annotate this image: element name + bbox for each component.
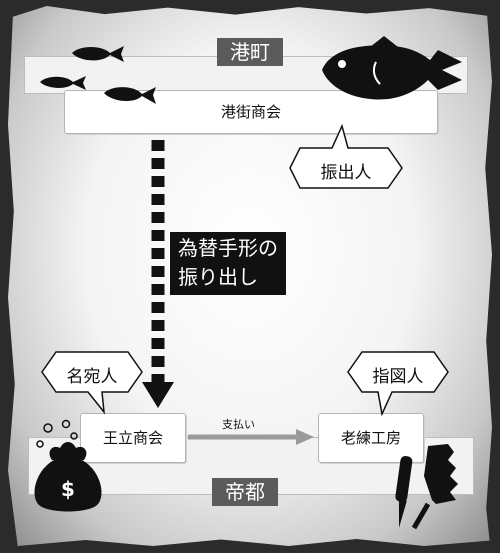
craft-tools-icon <box>395 444 458 530</box>
bubble-payer <box>41 351 143 415</box>
edge-label-payment: 支払い <box>222 418 255 431</box>
region-label-port-town: 港町 <box>217 38 283 66</box>
payment-arrow-head <box>296 429 314 445</box>
large-fish-icon <box>322 36 462 100</box>
region-label-capital: 帝都 <box>212 478 278 506</box>
small-fish-icon <box>40 76 86 90</box>
role-label-payee: 指図人 <box>372 367 424 387</box>
role-label-drawer: 振出人 <box>320 163 372 183</box>
small-fish-icon <box>104 87 156 104</box>
node-payee-company: 老練工房 <box>318 413 424 463</box>
node-payer-company: 王立商会 <box>80 413 186 463</box>
edge-label-draw-bill-line1: 為替手形の <box>178 236 278 260</box>
draw-bill-arrow-head <box>142 382 174 408</box>
money-bag-symbol: $ <box>61 477 75 501</box>
small-fish-icon <box>72 46 124 62</box>
money-bag-icon: $ <box>34 419 102 512</box>
bubble-payee <box>347 351 449 417</box>
edge-label-draw-bill: 為替手形の 振り出し <box>170 232 286 295</box>
edge-label-draw-bill-line2: 振り出し <box>178 265 258 289</box>
role-label-payer: 名宛人 <box>66 367 118 387</box>
bubble-drawer <box>289 123 403 189</box>
